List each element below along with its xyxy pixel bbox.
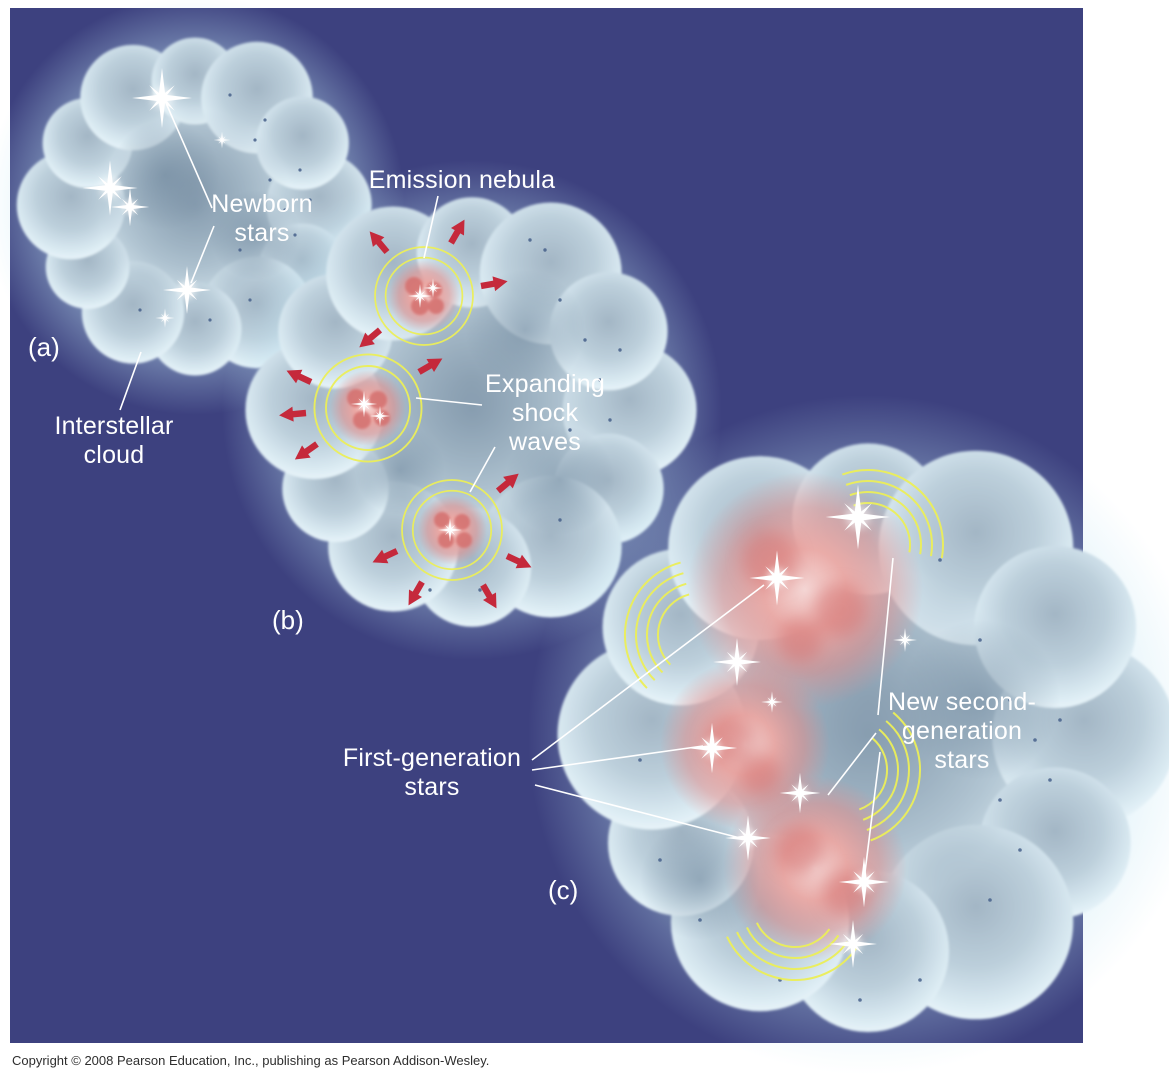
label-panel-c: (c)	[548, 875, 579, 905]
speckles-c	[638, 558, 1062, 1002]
cloud-c-second-generation	[528, 395, 1169, 1075]
label-expanding-shock-waves: Expanding shock waves	[485, 370, 605, 456]
label-newborn-stars: Newborn stars	[211, 190, 313, 247]
label-interstellar-cloud: Interstellar cloud	[54, 412, 174, 469]
leader-lines	[119, 102, 894, 881]
emission-nebula-top	[374, 246, 474, 346]
label-new-second-generation-stars: New second- generation stars	[887, 688, 1037, 774]
label-first-generation-stars: First-generation stars	[342, 744, 522, 801]
emission-nebula-bottom	[401, 479, 503, 581]
label-panel-b: (b)	[272, 605, 304, 635]
label-panel-a: (a)	[28, 332, 60, 362]
pink-emission-regions	[660, 472, 923, 960]
copyright-text: Copyright © 2008 Pearson Education, Inc.…	[12, 1053, 490, 1068]
emission-nebula-middle	[313, 353, 423, 463]
label-emission-nebula: Emission nebula	[368, 166, 556, 194]
